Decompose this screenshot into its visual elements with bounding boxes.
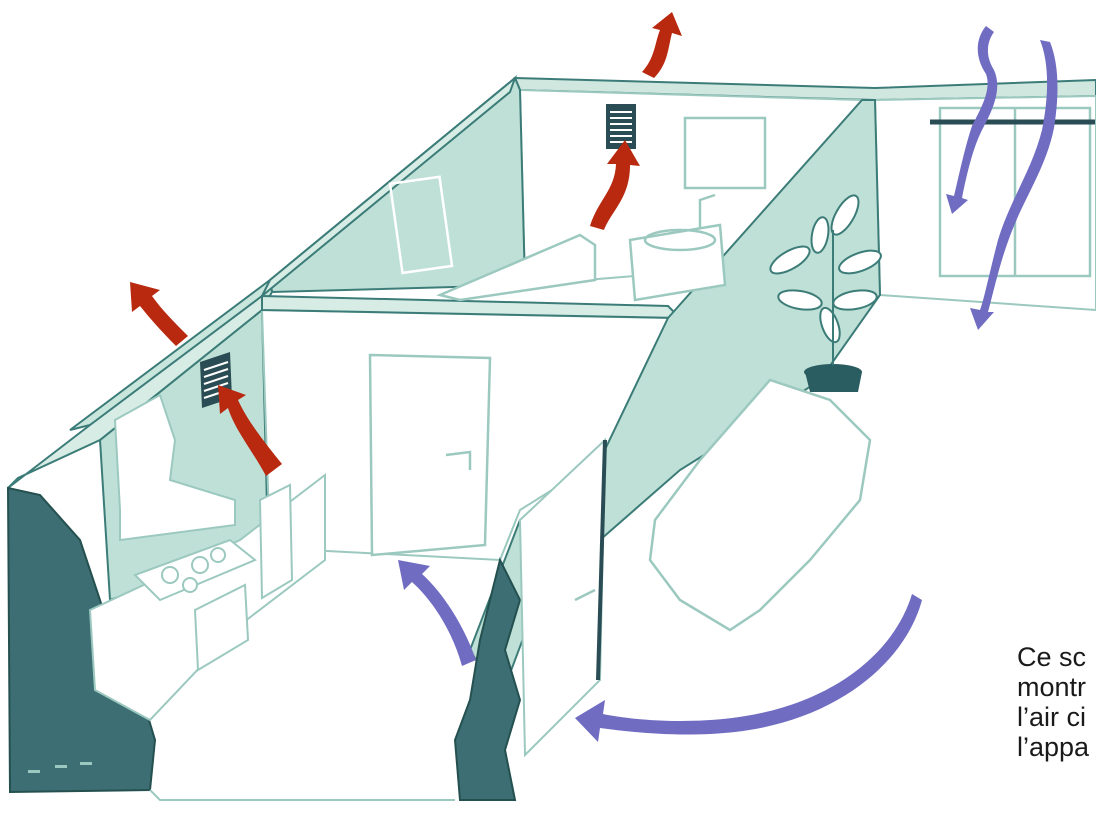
- burner-4: [211, 548, 225, 562]
- vent-grille-icon: [606, 104, 636, 149]
- caption-line-3: l’air ci: [1017, 702, 1096, 732]
- door-frame: [370, 355, 490, 555]
- floor-edge: [150, 790, 455, 800]
- living-back-wall: [875, 96, 1096, 310]
- burner-1: [162, 567, 178, 583]
- burner-3: [183, 578, 197, 592]
- middle-cut-wall: [455, 560, 520, 800]
- caption-line-1: Ce sc: [1017, 642, 1096, 672]
- caption-line-4: l’appa: [1017, 732, 1096, 762]
- caption-text: Ce sc montr l’air ci l’appa: [1017, 642, 1096, 762]
- cabinet-doors: [260, 485, 292, 598]
- caption-line-2: montr: [1017, 672, 1096, 702]
- hallway-door: [370, 355, 490, 555]
- fresh-air-arrow-hallway: [398, 560, 476, 666]
- exhaust-arrow-roof-right: [642, 12, 682, 78]
- burner-2: [192, 557, 208, 573]
- exhaust-arrow-roof-left: [130, 282, 188, 346]
